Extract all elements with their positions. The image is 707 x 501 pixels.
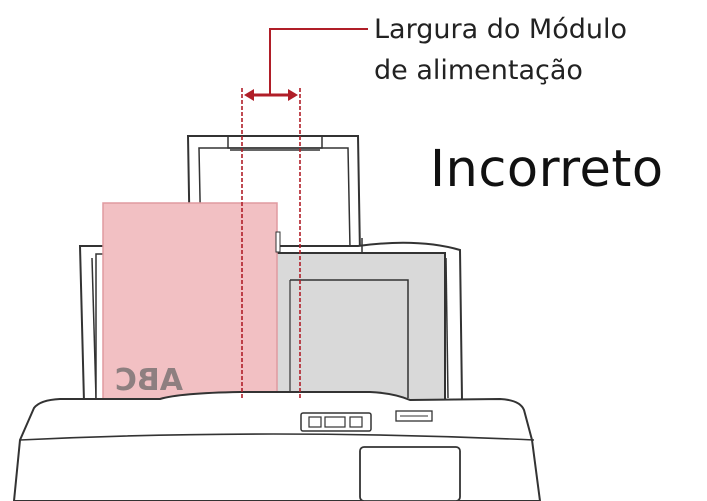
callout-label-line2: de alimentação [374, 55, 583, 86]
scanner-body [12, 391, 542, 501]
callout-leader-line [269, 28, 368, 95]
document-text: ABC [115, 363, 183, 398]
callout-label-line1: Largura do Módulo [374, 14, 628, 45]
side-guide-right [274, 252, 446, 401]
feed-module-width-guides [241, 88, 301, 400]
status-label: Incorreto [430, 140, 664, 199]
